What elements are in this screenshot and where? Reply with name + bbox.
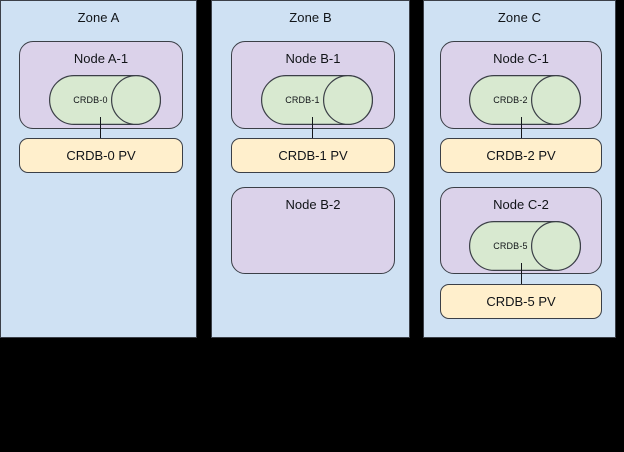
node-title: Node A-1 [73,51,129,66]
pv-label: CRDB-5 PV [486,293,556,309]
node-title: Node C-2 [493,197,549,212]
node-box-c-1: Node C-1 CRDB-2 [440,41,602,129]
pv-box-crdb-1: CRDB-1 PV [231,138,395,173]
pv-box-crdb-2: CRDB-2 PV [440,138,602,173]
pv-label: CRDB-1 PV [278,147,348,163]
pv-label: CRDB-0 PV [66,147,136,163]
zone-title: Zone C [497,10,542,25]
node-box-c-2: Node C-2 CRDB-5 [440,187,602,274]
zone-title: Zone B [289,10,332,25]
pv-label: CRDB-2 PV [486,147,556,163]
database-cylinder-icon: CRDB-5 [469,221,581,271]
zone-panel-b: Zone B Node B-1 CRDB-1 CRDB-1 PV Node B-… [211,0,410,338]
node-box-b-2: Node B-2 [231,187,395,274]
node-title: Node B-2 [285,197,341,212]
pv-box-crdb-0: CRDB-0 PV [19,138,183,173]
node-title: Node B-1 [285,51,341,66]
connector-line [521,263,522,285]
zone-panel-c: Zone C Node C-1 CRDB-2 CRDB-2 PV Node C-… [423,0,616,338]
database-cylinder-icon: CRDB-0 [49,75,161,125]
zone-title: Zone A [77,10,120,25]
pv-box-crdb-5: CRDB-5 PV [440,284,602,319]
connector-line [521,117,522,139]
node-title: Node C-1 [493,51,549,66]
node-box-a-1: Node A-1 CRDB-0 [19,41,183,129]
database-cylinder-icon: CRDB-2 [469,75,581,125]
zone-panel-a: Zone A Node A-1 CRDB-0 CRDB-0 PV [0,0,197,338]
connector-line [100,117,101,139]
database-cylinder-icon: CRDB-1 [261,75,373,125]
node-box-b-1: Node B-1 CRDB-1 [231,41,395,129]
connector-line [312,117,313,139]
